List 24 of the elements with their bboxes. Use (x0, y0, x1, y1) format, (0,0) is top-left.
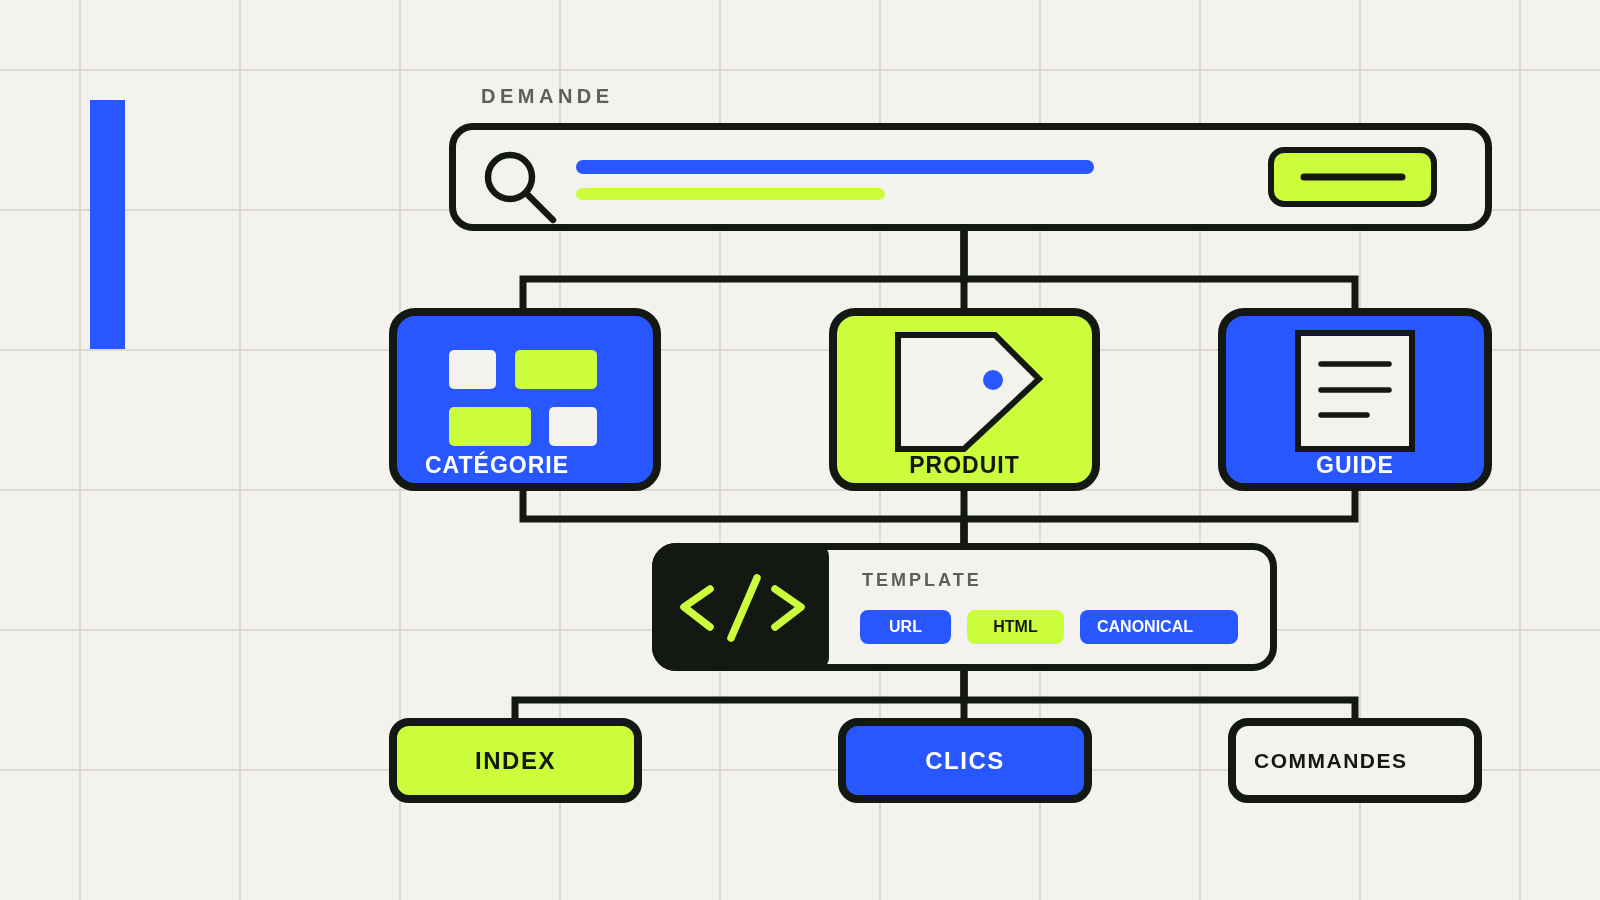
tag-pill (860, 610, 951, 644)
page-type-card (829, 308, 1100, 491)
connector-line (960, 491, 1359, 543)
tag-label: HTML (993, 617, 1038, 637)
node-label: CLICS (925, 746, 1005, 775)
section-heading: DEMANDE (481, 84, 614, 108)
outcome-box (838, 718, 1092, 803)
tag-pill (1080, 610, 1238, 644)
page-type-card (389, 308, 661, 491)
outcome-box (1228, 718, 1482, 803)
node-label: GUIDE (1316, 452, 1394, 478)
node-label: CATÉGORIE (425, 452, 570, 478)
tag-label: CANONICAL (1097, 617, 1193, 637)
tag-pill (967, 610, 1064, 644)
node-label: COMMANDES (1254, 747, 1408, 774)
section-heading: TEMPLATE (862, 569, 982, 591)
connector-line (960, 671, 1359, 718)
node-label: INDEX (475, 746, 556, 775)
tag-label: URL (889, 617, 922, 637)
page-type-card (1218, 308, 1492, 491)
template-card (652, 543, 1277, 671)
connector-line (960, 231, 1359, 308)
outcome-box (389, 718, 642, 803)
node-label: PRODUIT (909, 452, 1020, 478)
